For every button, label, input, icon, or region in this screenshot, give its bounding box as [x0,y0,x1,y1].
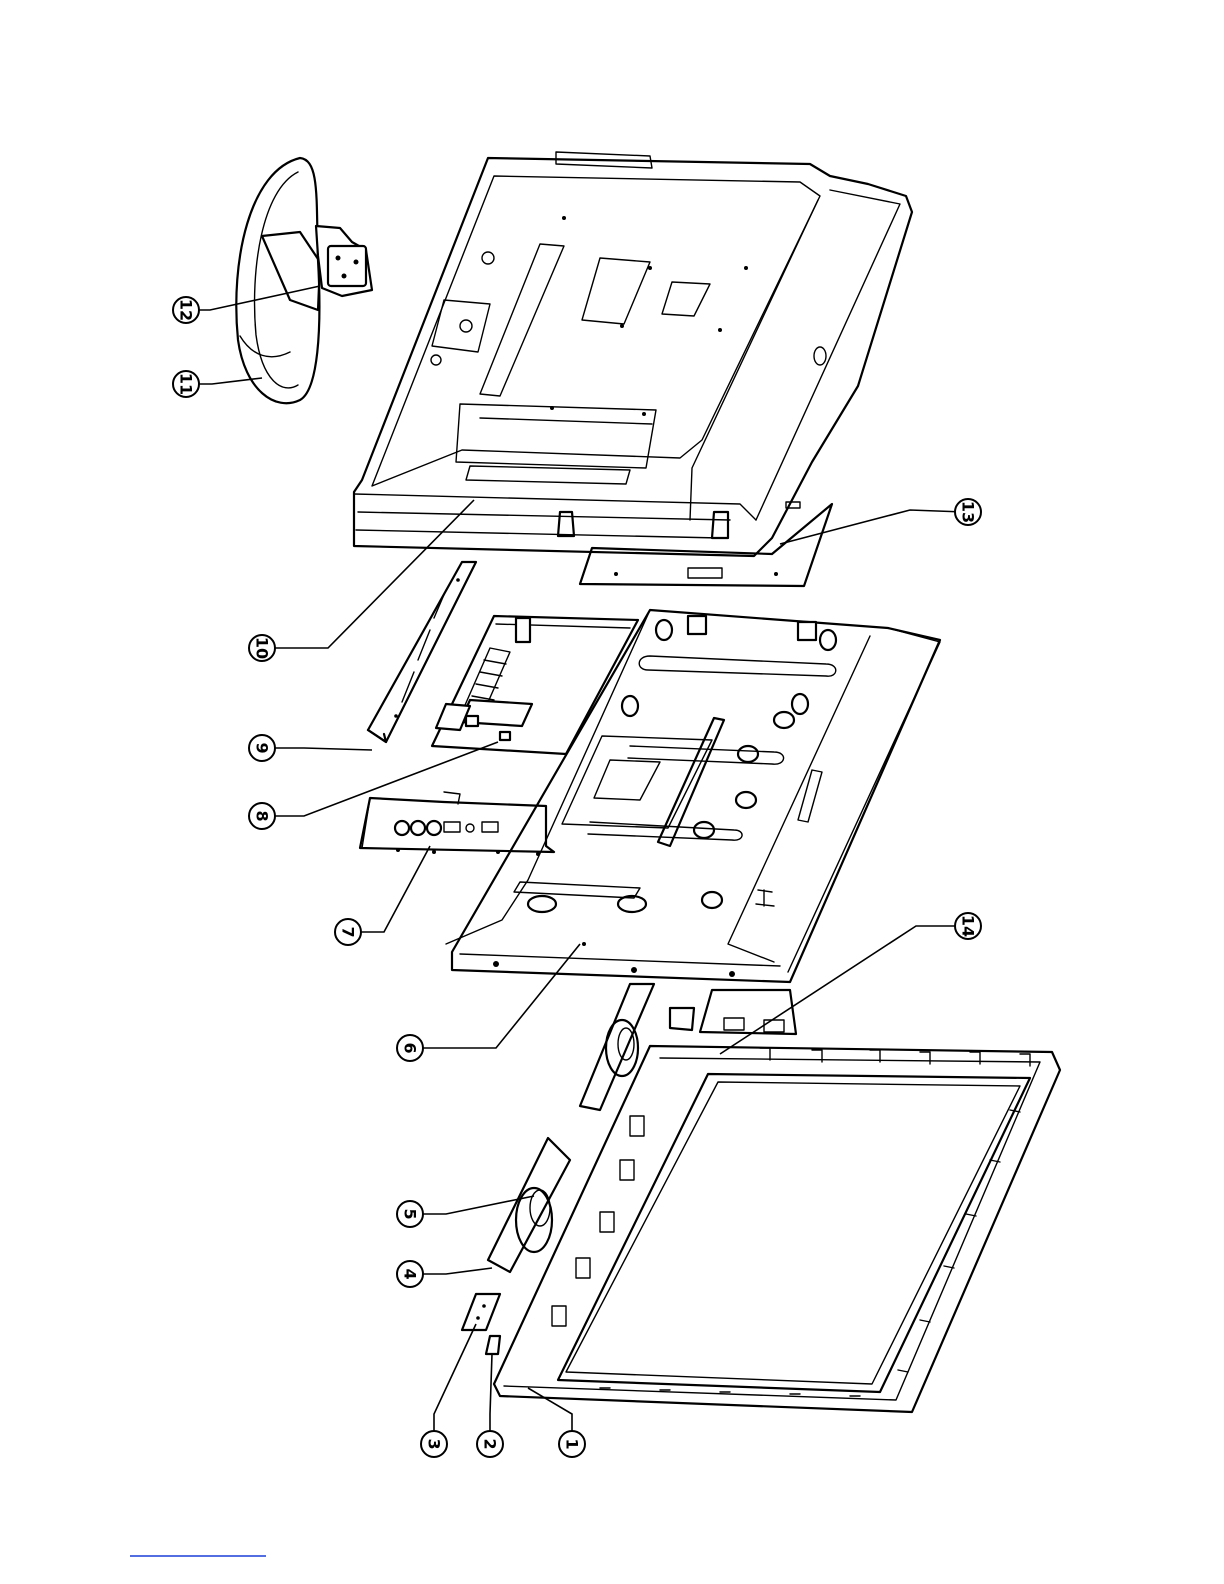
callout-5: 5 [397,1201,423,1227]
part-10-rear-cover [354,152,912,556]
callout-8: 8 [249,803,275,829]
part-12-stand-neck [262,226,372,310]
svg-text:13: 13 [959,501,978,523]
callout-14: 14 [955,913,981,939]
callout-2: 2 [477,1431,503,1457]
part-1-front-bezel [494,1046,1060,1412]
callout-9: 9 [249,735,275,761]
part-3-key-board [462,1294,500,1330]
callout-4: 4 [397,1261,423,1287]
callout-11: 11 [173,371,199,397]
callout-12: 12 [173,297,199,323]
part-5-speaker [488,1138,570,1272]
svg-text:5: 5 [401,1208,420,1219]
svg-text:9: 9 [253,742,272,753]
svg-text:7: 7 [339,926,358,937]
callouts: 12 11 13 10 9 8 7 6 [173,297,981,1457]
svg-text:4: 4 [401,1268,420,1279]
svg-text:8: 8 [253,810,272,821]
svg-text:12: 12 [177,299,196,321]
leaders [186,286,964,1432]
part-6-chassis [446,610,940,982]
callout-1: 1 [559,1431,585,1457]
speaker-upper [580,984,654,1110]
svg-text:3: 3 [425,1438,444,1449]
part-14-power-board [670,990,796,1034]
callout-3: 3 [421,1431,447,1457]
part-13-back-plate [580,502,832,586]
svg-text:2: 2 [481,1438,500,1449]
callout-7: 7 [335,919,361,945]
part-11-stand-base [236,158,319,403]
svg-text:11: 11 [177,373,196,395]
callout-10: 10 [249,635,275,661]
svg-text:6: 6 [401,1042,420,1053]
svg-text:10: 10 [253,637,272,659]
part-2-clip [486,1336,500,1354]
callout-13: 13 [955,499,981,525]
svg-text:14: 14 [959,915,978,937]
svg-text:1: 1 [563,1438,582,1449]
callout-6: 6 [397,1035,423,1061]
